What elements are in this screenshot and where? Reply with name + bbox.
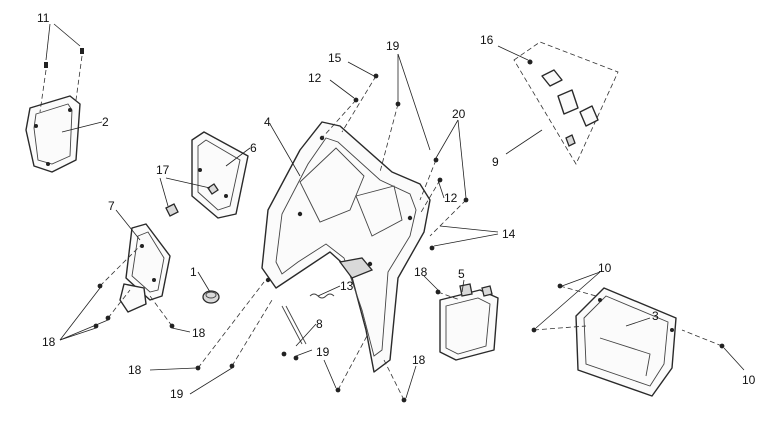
callout-18-right: 18: [412, 353, 426, 367]
part-13-spring: [309, 293, 335, 299]
part-4-main-body: [261, 121, 431, 373]
callout-2: 2: [102, 115, 109, 129]
callout-18-mid: 18: [192, 326, 206, 340]
callout-labels: 11 2 6 4 17 7 1 18 18 18 19 12 15 19 20 …: [37, 11, 756, 401]
callout-15: 15: [328, 51, 342, 65]
screw-heads: [93, 73, 725, 403]
callout-18-bottom: 18: [128, 363, 142, 377]
callout-19-top: 19: [386, 39, 400, 53]
callout-11: 11: [37, 11, 50, 25]
callout-1: 1: [190, 265, 197, 279]
part-1-grommet: [202, 290, 220, 304]
part-17-clips: [165, 183, 219, 217]
callout-5: 5: [458, 267, 465, 281]
callout-10-top: 10: [598, 261, 612, 275]
callout-12-right: 12: [444, 191, 458, 205]
part-7-bracket: [119, 223, 171, 313]
callout-19-center: 19: [316, 345, 330, 359]
callout-16: 16: [480, 33, 494, 47]
callout-7: 7: [108, 199, 115, 213]
callout-13: 13: [340, 279, 354, 293]
part-3-lower-guard: [575, 287, 677, 397]
callout-19-bottom-left: 19: [170, 387, 184, 401]
part-2-cover: [25, 95, 81, 173]
callout-3: 3: [652, 309, 659, 323]
callout-20: 20: [452, 107, 466, 121]
callout-14: 14: [502, 227, 516, 241]
part-8-rod: [281, 305, 307, 345]
part-11-screws: [39, 48, 84, 113]
callout-9: 9: [492, 155, 499, 169]
leader-lines: [45, 23, 745, 399]
callout-12-top: 12: [308, 71, 322, 85]
callout-10-right: 10: [742, 373, 756, 387]
part-5-box: [439, 283, 499, 361]
part-9-lock-assembly: [513, 41, 619, 165]
callout-18-left: 18: [42, 335, 56, 349]
part-6-frame: [191, 131, 249, 219]
callout-17: 17: [156, 163, 170, 177]
callout-18-center: 18: [414, 265, 428, 279]
callout-8: 8: [316, 317, 323, 331]
callout-4: 4: [264, 115, 271, 129]
callout-6: 6: [250, 141, 257, 155]
